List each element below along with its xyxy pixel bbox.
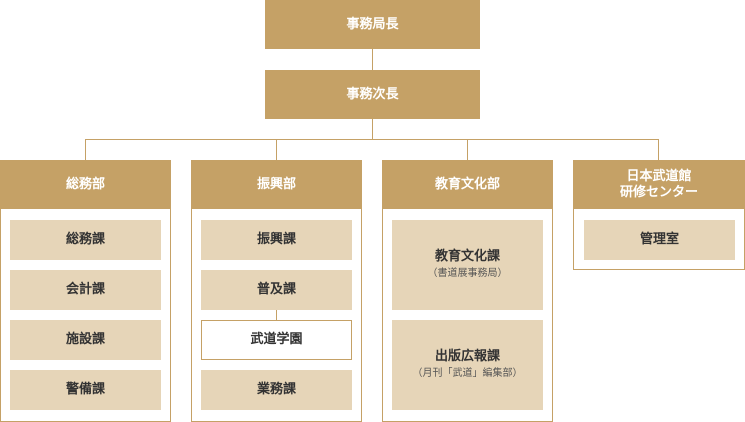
section-box: 警備課	[10, 370, 161, 410]
dept-label: 総務部	[65, 176, 105, 192]
connector-dept-2	[276, 139, 277, 160]
connector-horizontal-bus	[85, 139, 659, 140]
dept-promotion-header: 振興部	[191, 160, 362, 209]
director-box: 事務局長	[265, 0, 480, 49]
dept-education-culture-header: 教育文化部	[382, 160, 553, 209]
section-label: 振興課	[256, 232, 296, 247]
section-box: 普及課	[201, 270, 352, 310]
connector-fukyu-gakuen	[276, 310, 277, 320]
section-label: 普及課	[256, 282, 296, 297]
section-note: （月刊「武道」編集部）	[412, 368, 523, 379]
connector-dept-3	[467, 139, 468, 160]
section-box: 会計課	[10, 270, 161, 310]
connector-dept-4	[658, 139, 659, 160]
section-label: 武道学園	[250, 332, 303, 347]
section-box: 出版広報課 （月刊「武道」編集部）	[392, 320, 543, 410]
connector-deputy-bus	[372, 119, 373, 139]
section-label: 施設課	[65, 332, 105, 347]
section-box: 施設課	[10, 320, 161, 360]
section-label: 出版広報課	[434, 349, 500, 364]
section-label: 教育文化課	[434, 249, 500, 264]
section-box: 管理室	[584, 220, 735, 260]
section-box: 教育文化課 （書道展事務局）	[392, 220, 543, 310]
section-label: 会計課	[65, 282, 105, 297]
dept-label-line2: 研修センター	[619, 184, 698, 200]
section-box-affiliated: 武道学園	[201, 320, 352, 360]
dept-training-center-header: 日本武道館 研修センター	[573, 160, 745, 209]
connector-director-deputy	[372, 49, 373, 70]
section-box: 業務課	[201, 370, 352, 410]
dept-label: 振興部	[256, 176, 296, 192]
dept-general-affairs-header: 総務部	[0, 160, 171, 209]
section-note: （書道展事務局）	[427, 268, 508, 279]
section-label: 管理室	[639, 232, 679, 247]
section-box: 総務課	[10, 220, 161, 260]
deputy-label: 事務次長	[346, 86, 399, 102]
deputy-box: 事務次長	[265, 70, 480, 119]
section-label: 警備課	[65, 382, 105, 397]
section-label: 総務課	[65, 232, 105, 247]
dept-label-line1: 日本武道館	[626, 168, 692, 184]
connector-dept-1	[85, 139, 86, 160]
section-box: 振興課	[201, 220, 352, 260]
dept-label: 教育文化部	[434, 176, 500, 192]
section-label: 業務課	[256, 382, 296, 397]
director-label: 事務局長	[346, 16, 399, 32]
